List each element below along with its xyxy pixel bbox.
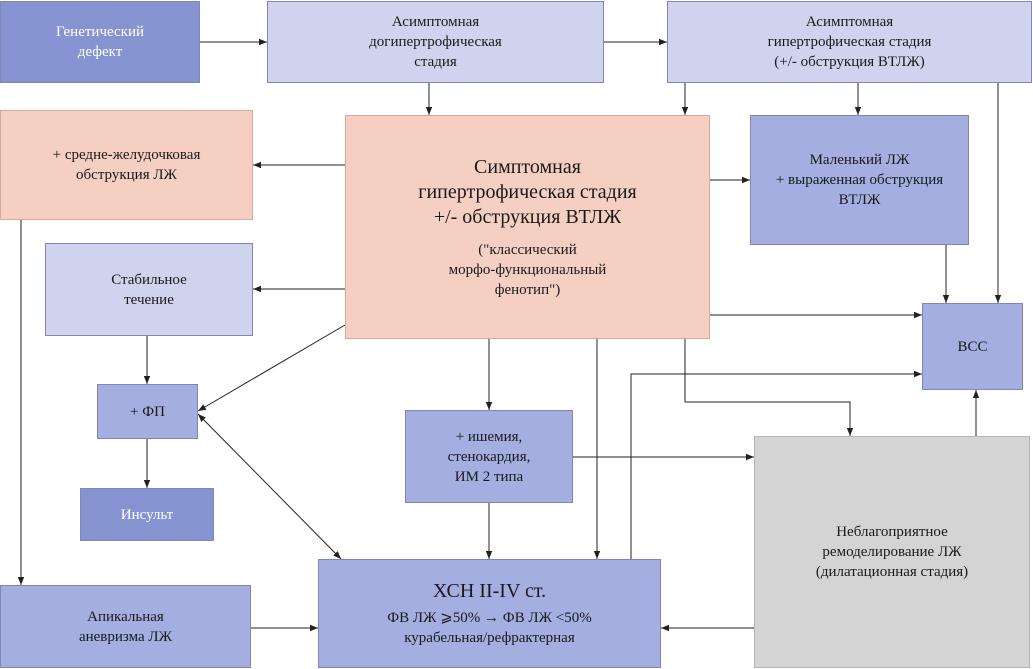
apical-aneurysm-box: Апикальная аневризма ЛЖ [0, 585, 251, 668]
box-line: (+/- обструкция ВТЛЖ) [774, 54, 925, 70]
box-line: гипертрофическая стадия [767, 34, 932, 50]
box-note-line: фенотип") [494, 281, 561, 298]
box-title-line: Симптомная [474, 155, 581, 178]
asymptomatic-hypertrophic-box: Асимптомная гипертрофическая стадия (+/-… [667, 1, 1032, 83]
asymptomatic-prehypertrophic-box: Асимптомная догипертрофическая стадия [267, 1, 604, 83]
box-note-line: ("классический [478, 241, 577, 258]
box-line: ВТЛЖ [838, 192, 881, 208]
box-line: + средне-желудочковая [52, 147, 201, 163]
box-note-line: морфо-функциональный [448, 261, 607, 278]
box-line: + ишемия, [455, 428, 523, 445]
af-box: + ФП [97, 384, 198, 439]
symptomatic-hypertrophic-box: Симптомная гипертрофическая стадия +/- о… [345, 115, 710, 339]
box-line: ФВ ЛЖ ⩾50% → ФВ ЛЖ <50% [387, 610, 592, 626]
arrow-symptomatic-to-remodeling [684, 339, 854, 436]
box-line: Асимптомная [805, 14, 894, 30]
ischemia-box: + ишемия, стенокардия, ИМ 2 типа [405, 410, 573, 503]
box-line: Маленький ЛЖ [809, 152, 910, 168]
box-line: догипертрофическая [369, 34, 502, 50]
box-line: (дилатационная стадия) [815, 564, 969, 580]
box-title-line: +/- обструкция ВТЛЖ [433, 205, 622, 228]
box-line: стадия [414, 54, 457, 70]
box-line: аневризма ЛЖ [78, 628, 173, 645]
stable-course-box: Стабильное течение [45, 243, 253, 336]
box-line: + ФП [130, 403, 165, 420]
box-line: Апикальная [87, 608, 164, 625]
box-line: Стабильное [111, 271, 187, 288]
genetic-defect-box: Генетический дефект [0, 1, 200, 83]
arrow-af-chf-bidirectional [197, 413, 342, 560]
scd-box: ВСС [922, 303, 1023, 390]
box-line: стенокардия, [447, 448, 531, 465]
chf-box: ХСН II-IV ст. ФВ ЛЖ ⩾50% → ФВ ЛЖ <50% ку… [318, 559, 661, 668]
box-line: течение [124, 291, 174, 308]
box-title-line: гипертрофическая стадия [418, 180, 637, 203]
box-title-line: ХСН II-IV ст. [432, 580, 547, 602]
box-line: Генетический [55, 24, 145, 40]
box-line: + выраженная обструкция [775, 172, 944, 188]
stroke-box: Инсульт [80, 488, 214, 541]
box-line: Асимптомная [391, 14, 480, 30]
adverse-remodeling-box: Неблагоприятное ремоделирование ЛЖ (дила… [754, 436, 1030, 668]
box-line: курабельная/рефрактерная [404, 630, 575, 646]
box-line: Неблагоприятное [836, 524, 948, 540]
midventricular-obstruction-box: + средне-желудочковая обструкция ЛЖ [0, 110, 253, 220]
box-line: дефект [77, 44, 123, 60]
box-line: ремоделирование ЛЖ [822, 544, 962, 560]
box-line: ВСС [957, 338, 988, 355]
box-line: ИМ 2 типа [454, 468, 524, 485]
box-line: обструкция ЛЖ [76, 167, 177, 183]
box-line: Инсульт [120, 506, 174, 523]
arrow-symptomatic-to-af [197, 324, 346, 412]
small-lv-box: Маленький ЛЖ + выраженная обструкция ВТЛ… [750, 115, 969, 245]
